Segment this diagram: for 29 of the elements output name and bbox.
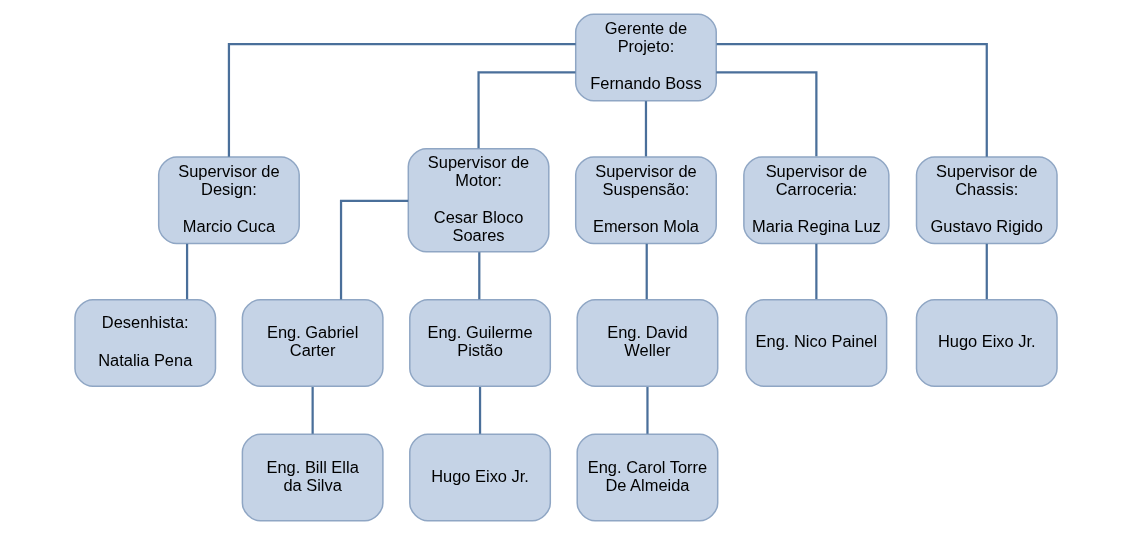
node-box: Eng. David Weller — [575, 298, 718, 388]
node-box: Gerente de Projeto: Fernando Boss — [574, 13, 717, 102]
connector — [715, 71, 817, 157]
node-box: Supervisor de Carroceria: Maria Regina Luz — [742, 156, 890, 245]
connector — [985, 243, 988, 300]
connector — [716, 42, 988, 157]
node-box: Hugo Eixo Jr. — [915, 298, 1058, 388]
connector — [227, 42, 576, 157]
connector — [477, 252, 480, 300]
node-box: Eng. Gabriel Carter — [241, 298, 384, 388]
connector — [644, 101, 647, 157]
node-box: Desenhista: Natalia Pena — [73, 298, 216, 388]
node-box: Supervisor de Design: Marcio Cuca — [157, 156, 300, 245]
connector — [645, 387, 649, 434]
node-box: Eng. Nico Painel — [744, 298, 887, 388]
node-box: Hugo Eixo Jr. — [408, 433, 551, 522]
connector — [339, 199, 408, 300]
connector — [185, 243, 188, 300]
connector — [645, 243, 648, 300]
node-box: Eng. Carol Torre De Almeida — [575, 433, 718, 522]
node-box: Supervisor de Suspensão: Emerson Mola — [574, 156, 717, 245]
connector — [476, 71, 575, 149]
node-box: Supervisor de Chassis: Gustavo Rigido — [915, 156, 1058, 245]
connector — [478, 387, 481, 434]
node-box: Supervisor de Motor: Cesar Bloco Soares — [407, 147, 550, 253]
node-box: Eng. Guilerme Pistão — [408, 298, 551, 388]
connector — [311, 387, 314, 434]
node-box: Eng. Bill Ella da Silva — [241, 433, 384, 522]
connector — [814, 243, 817, 300]
